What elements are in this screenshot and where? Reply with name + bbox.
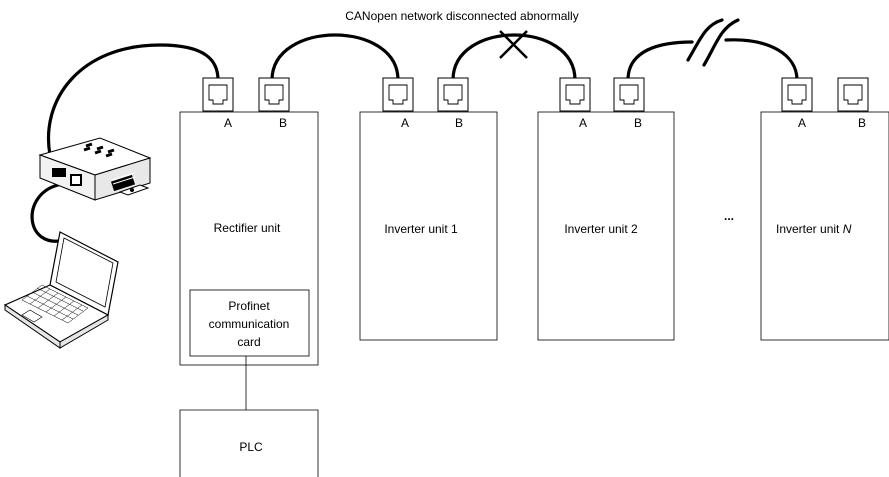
inverter-unit-2-box xyxy=(537,111,675,341)
laptop-icon xyxy=(3,231,119,349)
cable-inverter2-b-segment xyxy=(626,40,694,82)
rectifier-port-a xyxy=(202,77,234,112)
cable-break-squiggle-2 xyxy=(702,18,740,67)
inverter-1-port-a-label: A xyxy=(401,116,409,130)
inverter-1-port-b xyxy=(437,77,469,112)
inverter-2-port-a xyxy=(559,77,591,112)
rectifier-port-a-label: A xyxy=(224,116,232,130)
inverter-n-port-a xyxy=(781,77,813,112)
profinet-card-line-2: communication xyxy=(209,317,290,331)
inverter-unit-n-box xyxy=(760,111,889,341)
ellipsis: ... xyxy=(724,209,734,223)
inverter-2-port-b xyxy=(613,77,645,112)
adapter-device-icon xyxy=(38,137,152,201)
inverter-unit-2-label: Inverter unit 2 xyxy=(564,222,638,236)
plc-label: PLC xyxy=(239,440,263,454)
profinet-card-line-3: card xyxy=(237,335,260,349)
cable-adapter-to-rectifier-a xyxy=(47,43,220,157)
cable-rectifier-b-to-inverter1-a xyxy=(270,33,400,82)
cable-break-squiggle-1 xyxy=(686,18,724,62)
cable-adapter-to-laptop xyxy=(30,183,67,243)
cross-icon xyxy=(499,30,528,59)
inverter-n-port-a-label: A xyxy=(798,116,806,130)
inverter-unit-1-box xyxy=(359,111,498,341)
inverter-unit-1-label: Inverter unit 1 xyxy=(384,222,458,236)
plc-box xyxy=(179,409,319,477)
diagram-title: CANopen network disconnected abnormally xyxy=(345,9,578,23)
rectifier-unit-label: Rectifier unit xyxy=(214,221,281,235)
rectifier-port-b-label: B xyxy=(279,116,287,130)
profinet-card-line-1: Profinet xyxy=(228,299,270,313)
inverter-2-port-b-label: B xyxy=(634,116,642,130)
inverter-n-port-b-label: B xyxy=(858,116,866,130)
cable-to-inverterN-a xyxy=(724,38,799,82)
rectifier-port-b xyxy=(258,77,290,112)
inverter-1-port-a xyxy=(382,77,414,112)
inverter-1-port-b-label: B xyxy=(455,116,463,130)
inverter-n-port-b xyxy=(837,77,869,112)
inverter-2-port-a-label: A xyxy=(579,116,587,130)
cable-inverter1-b-to-inverter2-a xyxy=(451,33,577,82)
inverter-unit-n-label: Inverter unit N xyxy=(776,222,852,236)
profinet-card-box xyxy=(189,289,310,357)
